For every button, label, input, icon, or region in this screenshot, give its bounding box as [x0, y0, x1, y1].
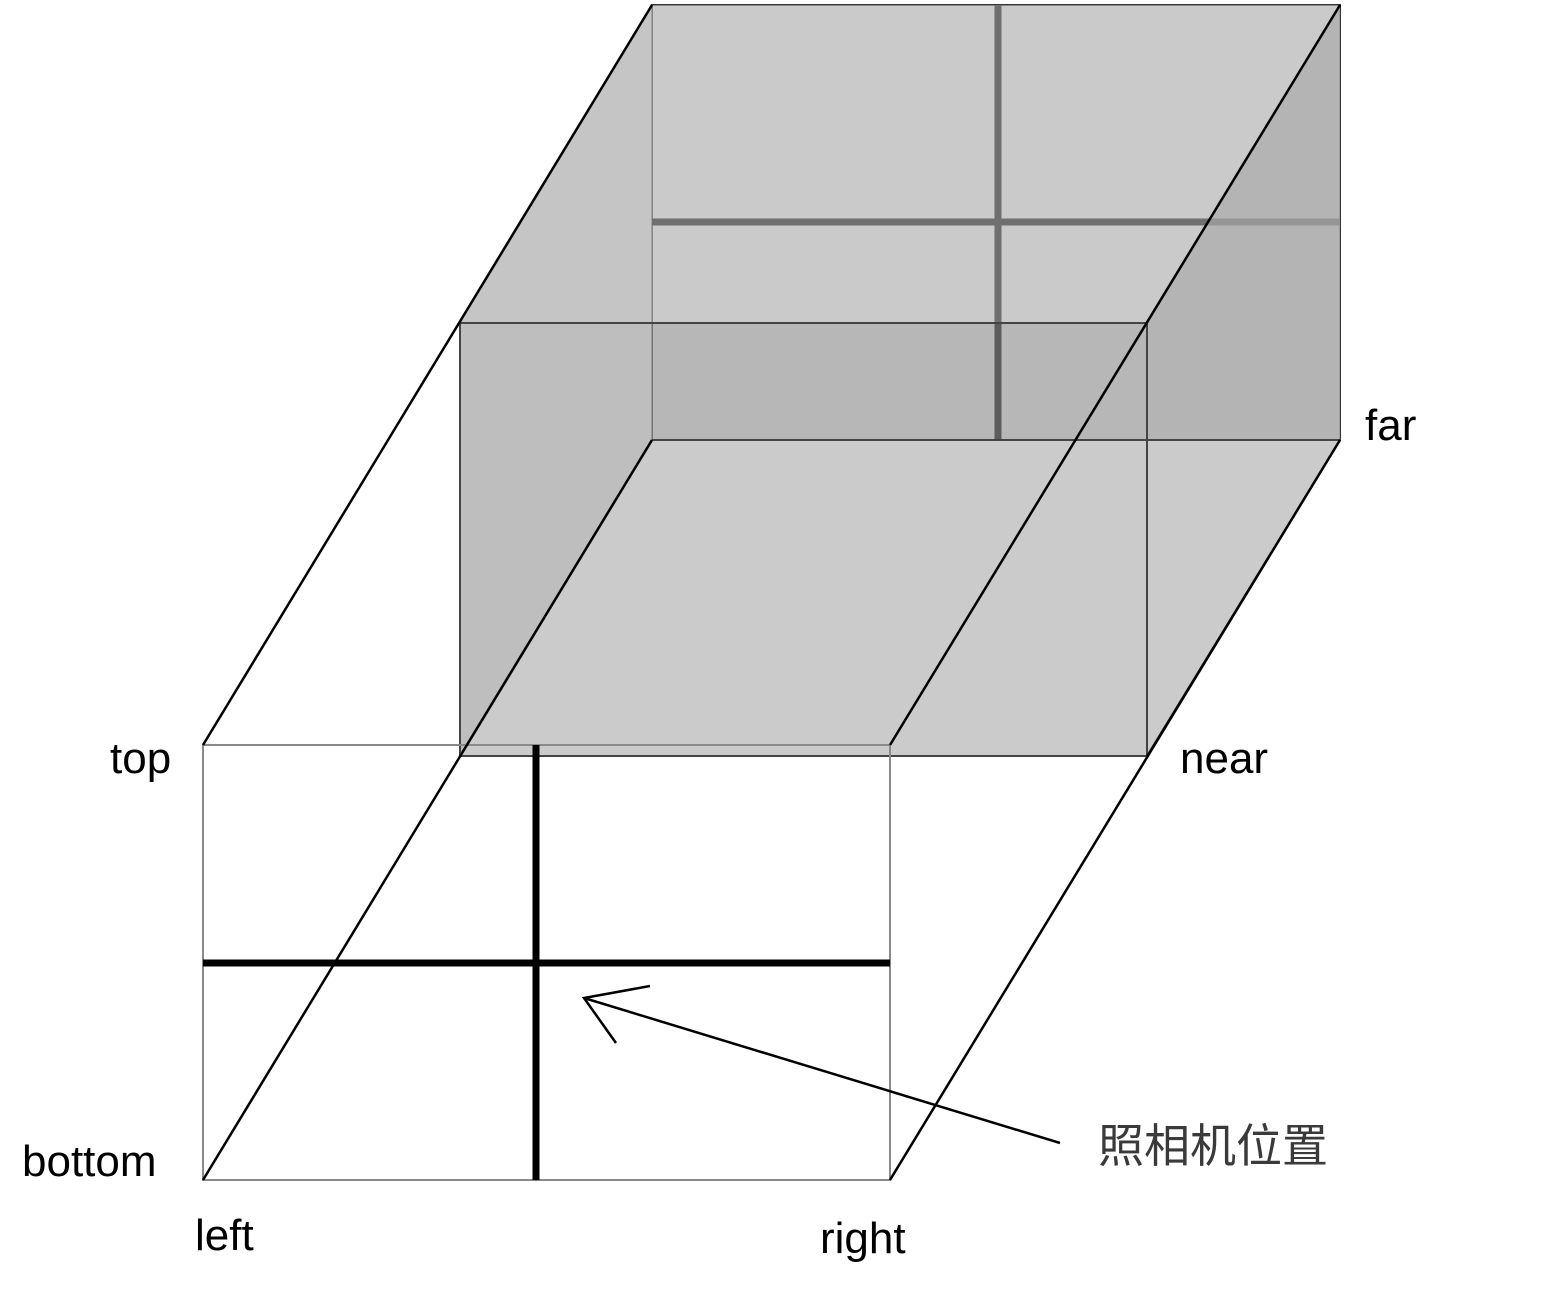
floor-face — [460, 440, 1340, 756]
label-near: near — [1180, 734, 1268, 783]
frustum-edge-bottom-right — [888, 439, 1342, 1181]
label-camera-position: 照相机位置 — [1098, 1119, 1328, 1173]
left-side-face — [460, 5, 652, 756]
frustum-edge-bottom-left — [201, 439, 654, 1181]
top-face — [460, 5, 1340, 323]
frustum-edge-top-right — [888, 4, 1342, 746]
camera-arrow-head — [581, 984, 651, 1044]
label-right: right — [820, 1214, 906, 1263]
label-top: top — [110, 734, 171, 783]
label-bottom: bottom — [22, 1137, 157, 1186]
label-left: left — [195, 1211, 254, 1260]
camera-arrow-shaft — [583, 996, 1061, 1145]
frustum-edge-top-left — [201, 4, 654, 746]
label-far: far — [1365, 401, 1416, 450]
